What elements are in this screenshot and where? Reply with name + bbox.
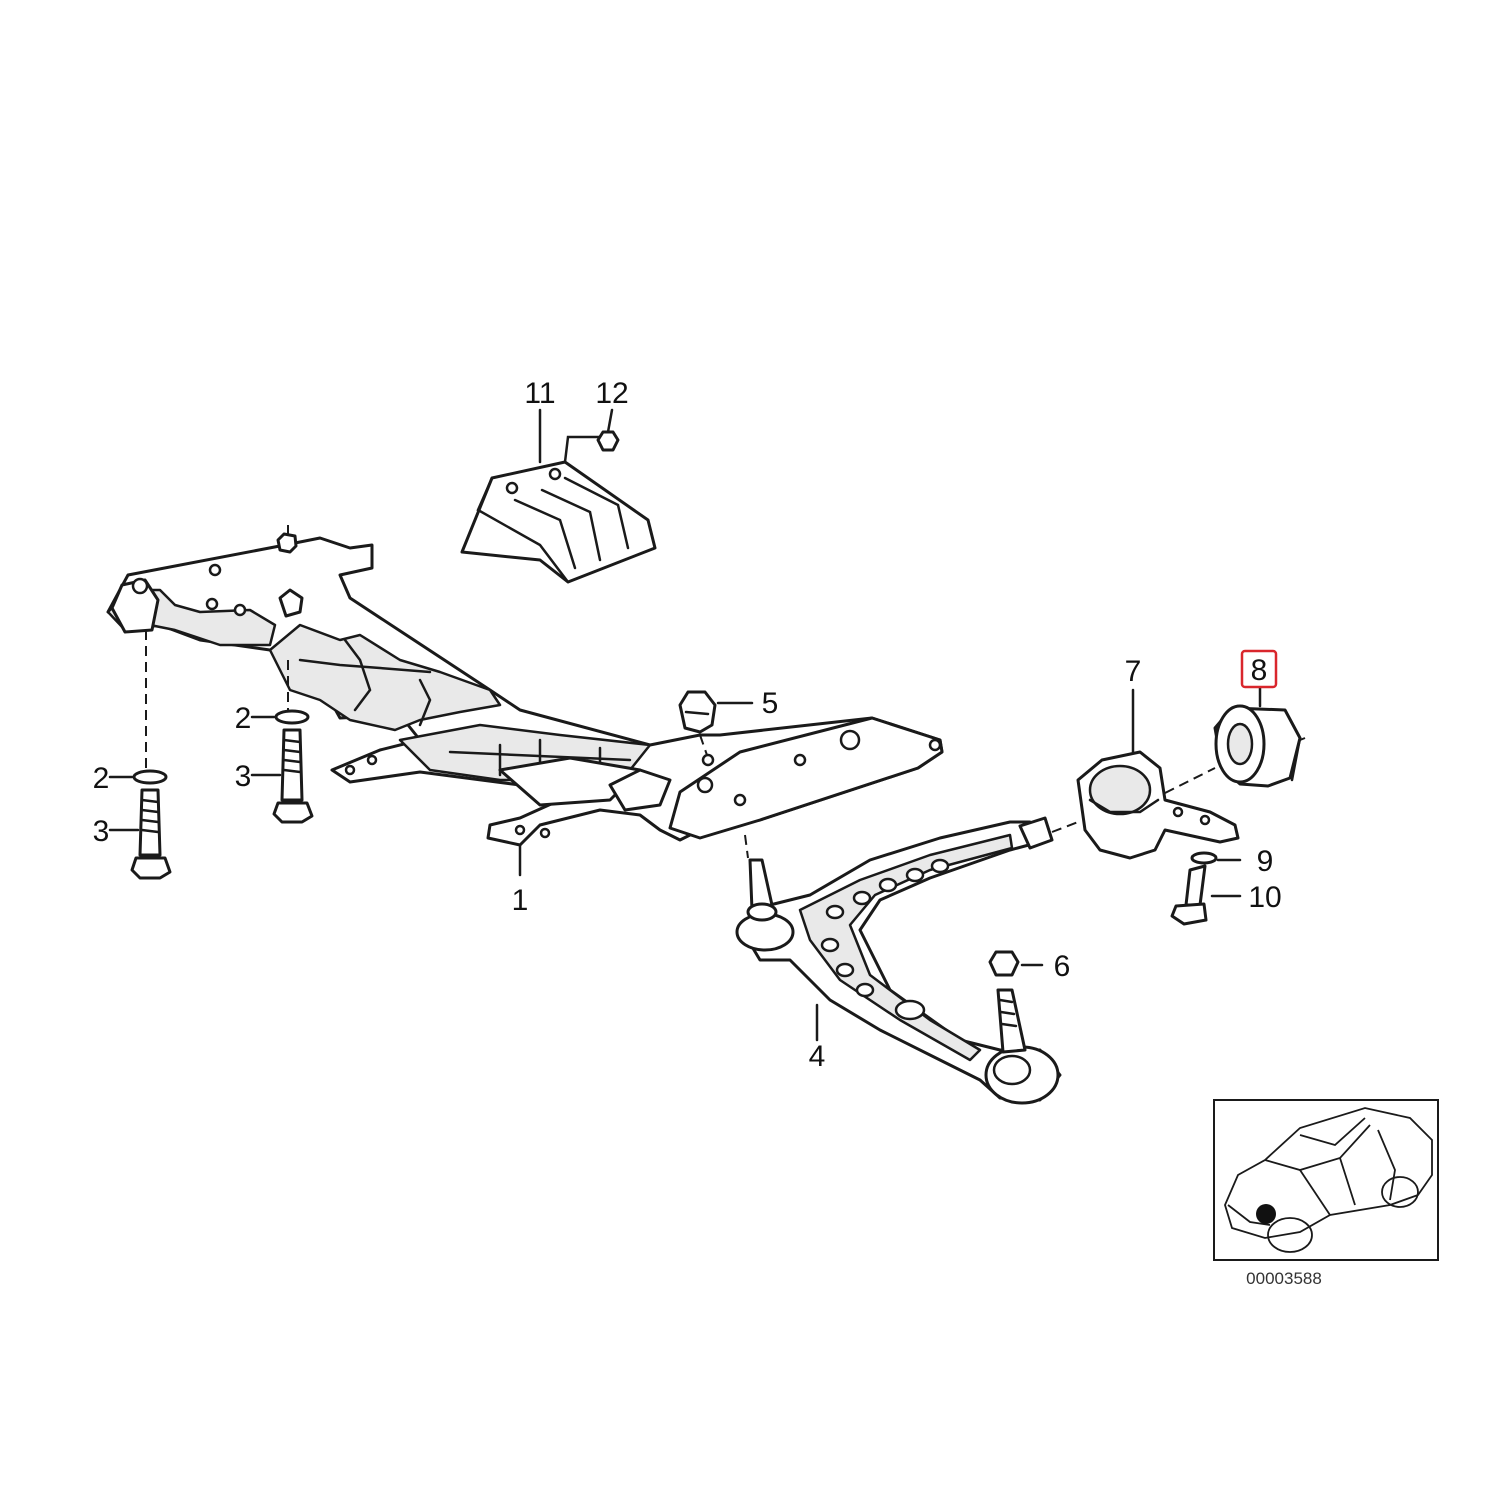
callout-11: 11 [524,377,555,410]
axle-carrier-part-1 [106,532,944,877]
location-marker-icon [1256,1204,1276,1224]
callout-4: 4 [809,1040,826,1073]
callout-6: 6 [1054,950,1071,983]
callout-8: 8 [1251,654,1268,687]
callout-8-highlight-box [1240,649,1278,689]
callout-5: 5 [762,687,779,720]
inset-code: 00003588 [1246,1269,1322,1288]
bolt-set-left [108,630,172,880]
callout-12: 12 [595,377,628,410]
callout-2-left: 2 [93,762,110,795]
control-arm-part-4 [735,816,1062,1105]
callout-labels: 11 12 5 2 3 2 3 1 4 6 7 8 9 10 [93,377,1282,1073]
heat-shield-part-11 [460,408,657,584]
callout-3-left: 3 [93,815,110,848]
inset-frame [1213,1099,1439,1261]
bolt-set-right [250,520,314,824]
rubber-mount-part-5 [678,690,754,767]
bolt-part-9-10 [1170,851,1242,926]
callout-2-right: 2 [235,702,252,735]
bracket-part-7 [1051,688,1240,860]
nut-part-12 [596,408,620,452]
callout-1: 1 [512,884,529,917]
callout-7: 7 [1125,655,1142,688]
bushing-part-8 [1164,686,1306,794]
callout-10: 10 [1248,881,1281,914]
callout-9: 9 [1257,845,1274,878]
nut-part-6 [988,950,1044,977]
callout-3-right: 3 [235,760,252,793]
vehicle-locator-inset: 00003588 [1213,1099,1439,1288]
